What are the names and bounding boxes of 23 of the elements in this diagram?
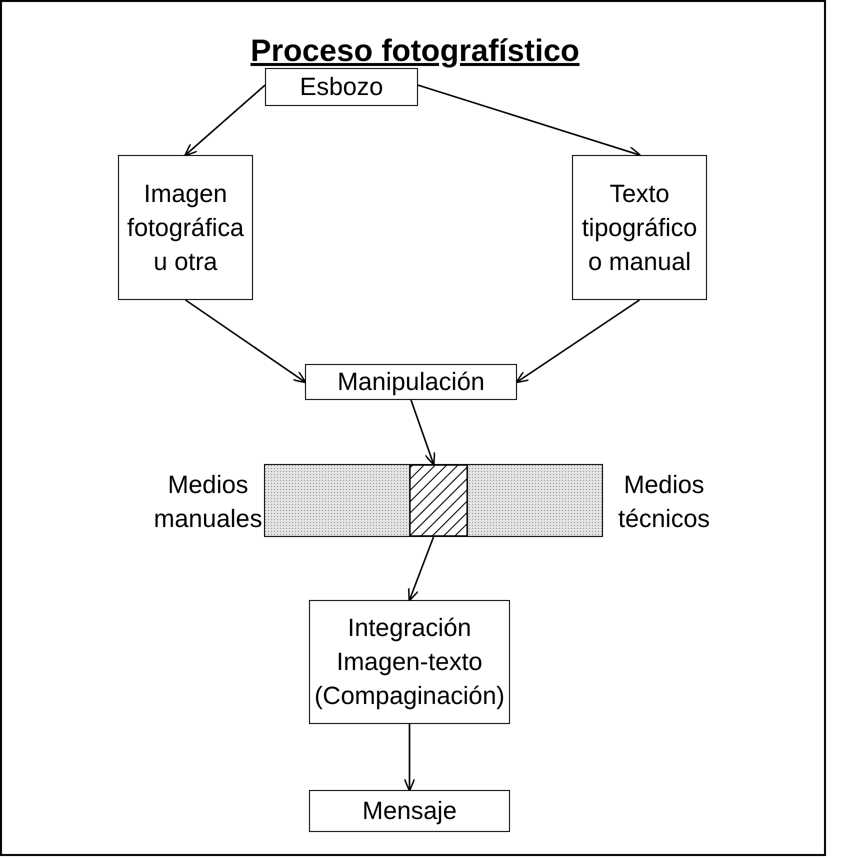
arrow xyxy=(185,299,307,384)
title: Proceso fotografístico xyxy=(250,32,580,70)
node-text: Manipulación xyxy=(337,367,485,398)
node-text: Esbozo xyxy=(300,72,384,103)
node-text: Mensaje xyxy=(362,796,457,827)
process-box xyxy=(118,155,253,300)
process-box xyxy=(572,155,707,300)
arrow xyxy=(404,724,416,792)
node-text: Imagen fotográfica u otra xyxy=(126,178,245,278)
side-label: Medios técnicos xyxy=(617,470,711,535)
arrow xyxy=(410,400,436,466)
stippled-bar xyxy=(264,464,603,537)
arrow xyxy=(184,84,266,156)
process-box xyxy=(265,68,418,106)
process-box xyxy=(309,600,510,724)
node-text: Texto tipográfico o manual xyxy=(580,178,698,278)
arrow xyxy=(408,536,434,602)
arrow xyxy=(418,84,642,158)
arrow xyxy=(515,299,640,384)
node-text: Integración Imagen-texto (Compaginación) xyxy=(313,613,506,712)
process-box xyxy=(309,790,510,832)
process-box xyxy=(305,364,517,400)
side-label: Medios manuales xyxy=(152,470,264,535)
